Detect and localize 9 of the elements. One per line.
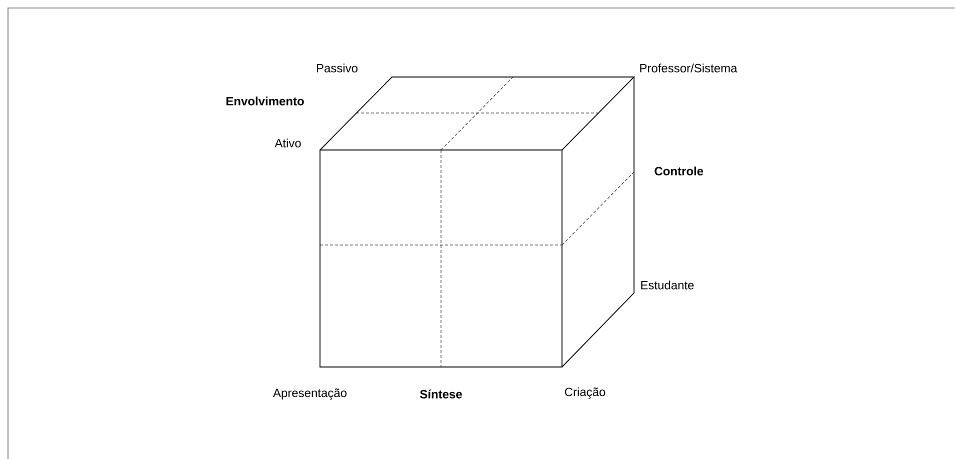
- axis-label: Envolvimento: [226, 96, 304, 106]
- axis-label: Ativo: [274, 138, 301, 148]
- axis-label: Professor/Sistema: [640, 64, 738, 72]
- axis-label: Criação: [564, 387, 606, 399]
- axis-label: Síntese: [420, 390, 462, 398]
- axis-label: Passivo: [316, 64, 358, 72]
- axis-label: Apresentação: [273, 388, 346, 400]
- axis-label: Controle: [654, 166, 704, 176]
- axis-label: Estudante: [641, 280, 694, 290]
